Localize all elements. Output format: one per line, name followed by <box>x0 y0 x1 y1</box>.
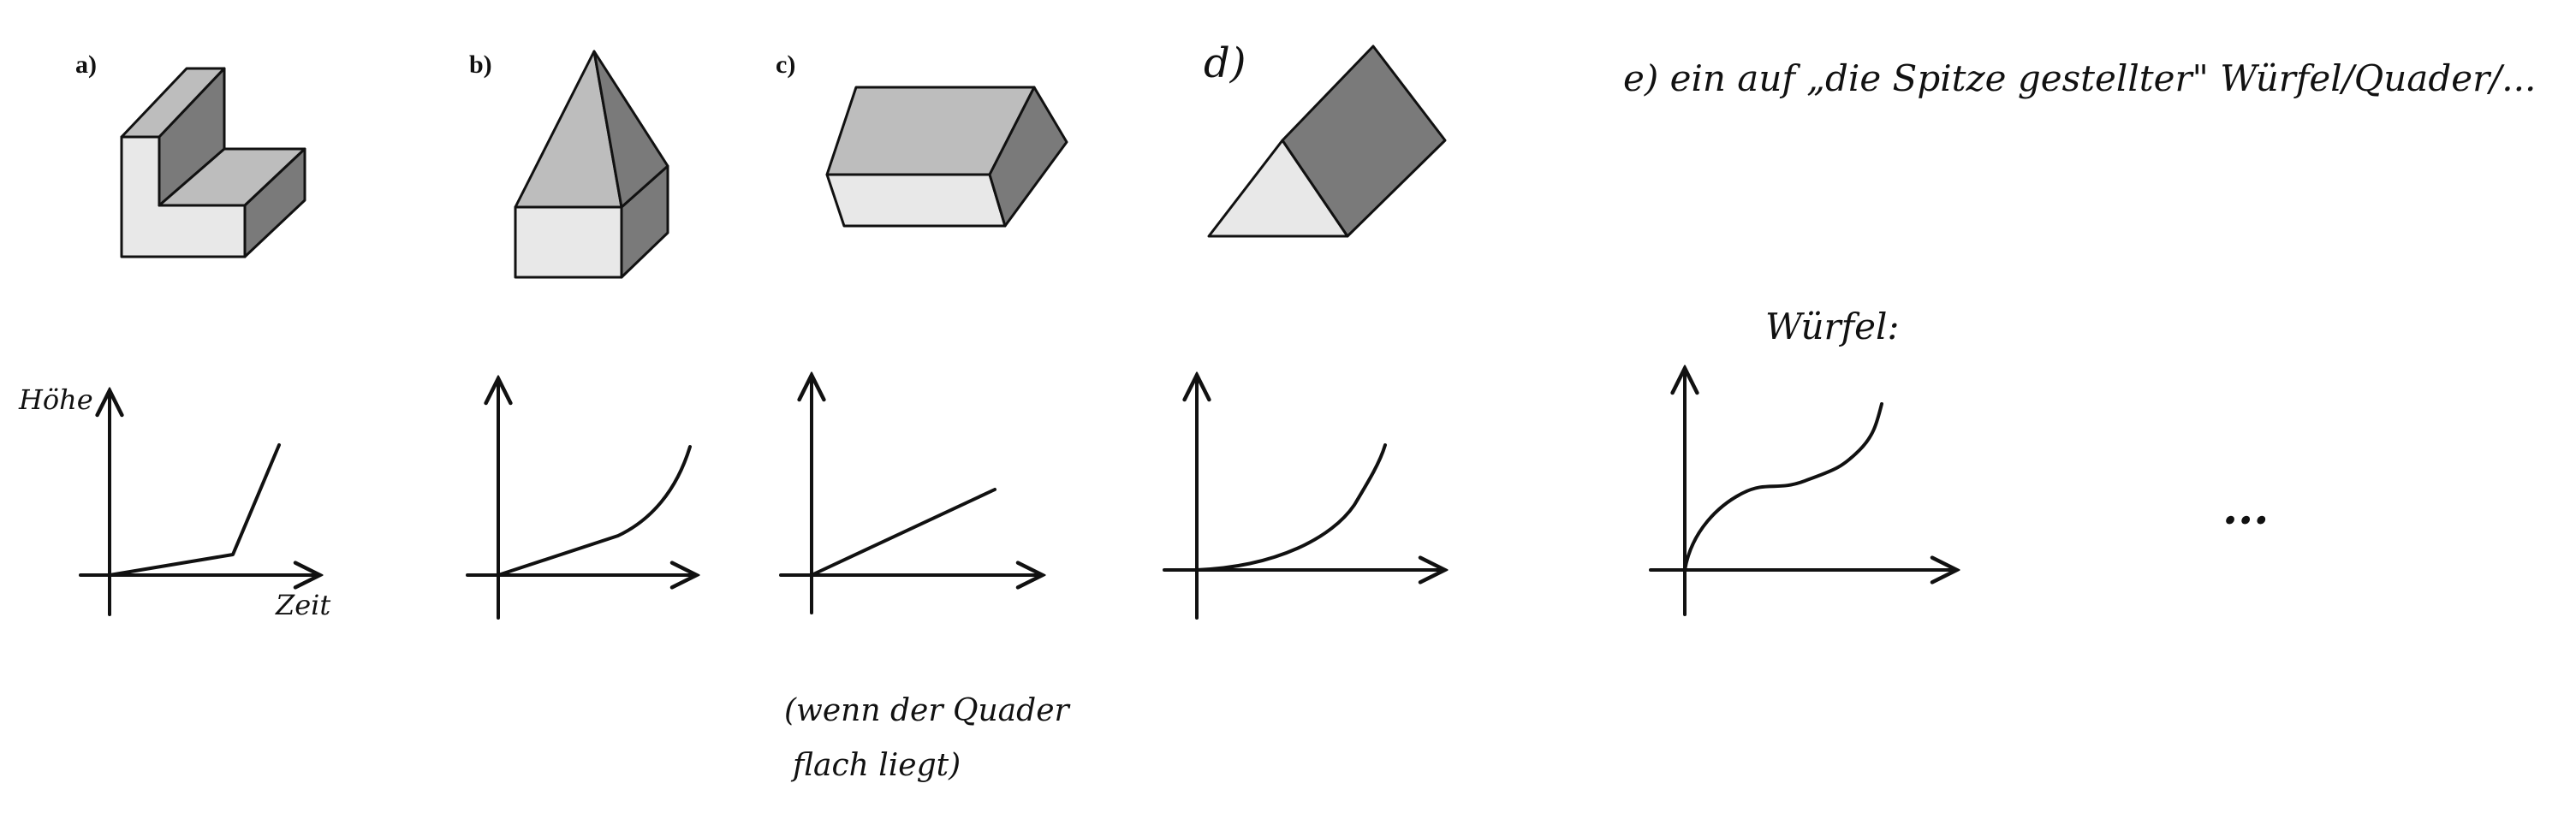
graph-e <box>1649 370 1955 616</box>
graph-a-y-label: Höhe <box>18 383 93 416</box>
graph-c-note-line1: (wenn der Quader <box>784 693 1070 728</box>
graph-a-x-label: Zeit <box>275 589 330 621</box>
graph-c-note-line2: flach liegt) <box>790 748 961 783</box>
ellipsis-more-cases: ... <box>2222 483 2269 535</box>
graph-d-fill-curve <box>1195 443 1387 572</box>
panel-c-label: c) <box>776 50 795 79</box>
panel-e: e) ein auf „die Spitze gestellter" Würfe… <box>1623 57 2536 616</box>
pyramid-on-cuboid-solid <box>514 50 669 279</box>
panel-e-text: e) ein auf „die Spitze gestellter" Würfe… <box>1623 57 2536 99</box>
panel-e-subheading: Würfel: <box>1765 306 1900 347</box>
graph-b-fill-curve <box>497 445 692 577</box>
panel-b-label: b) <box>469 50 492 79</box>
panel-b: b) <box>466 50 695 620</box>
l-shaped-solid <box>120 67 306 258</box>
graph-e-fill-curve <box>1683 402 1883 572</box>
graph-a-fill-curve <box>108 443 281 577</box>
panel-d: d) <box>1163 39 1447 620</box>
graph-c-fill-line <box>810 488 996 577</box>
panel-c: c) (wenn der Quader flach liegt) <box>776 50 1070 783</box>
panel-d-label: d) <box>1204 39 1246 87</box>
graph-d <box>1163 377 1443 620</box>
graph-b <box>466 380 695 620</box>
triangular-prism-solid <box>1207 45 1447 238</box>
graph-c <box>779 377 1041 614</box>
graph-a: Höhe Zeit <box>18 383 330 621</box>
panel-a-label: a) <box>75 50 97 79</box>
panel-a: a) Höhe Zeit <box>18 50 330 621</box>
cuboid-solid <box>825 86 1068 228</box>
